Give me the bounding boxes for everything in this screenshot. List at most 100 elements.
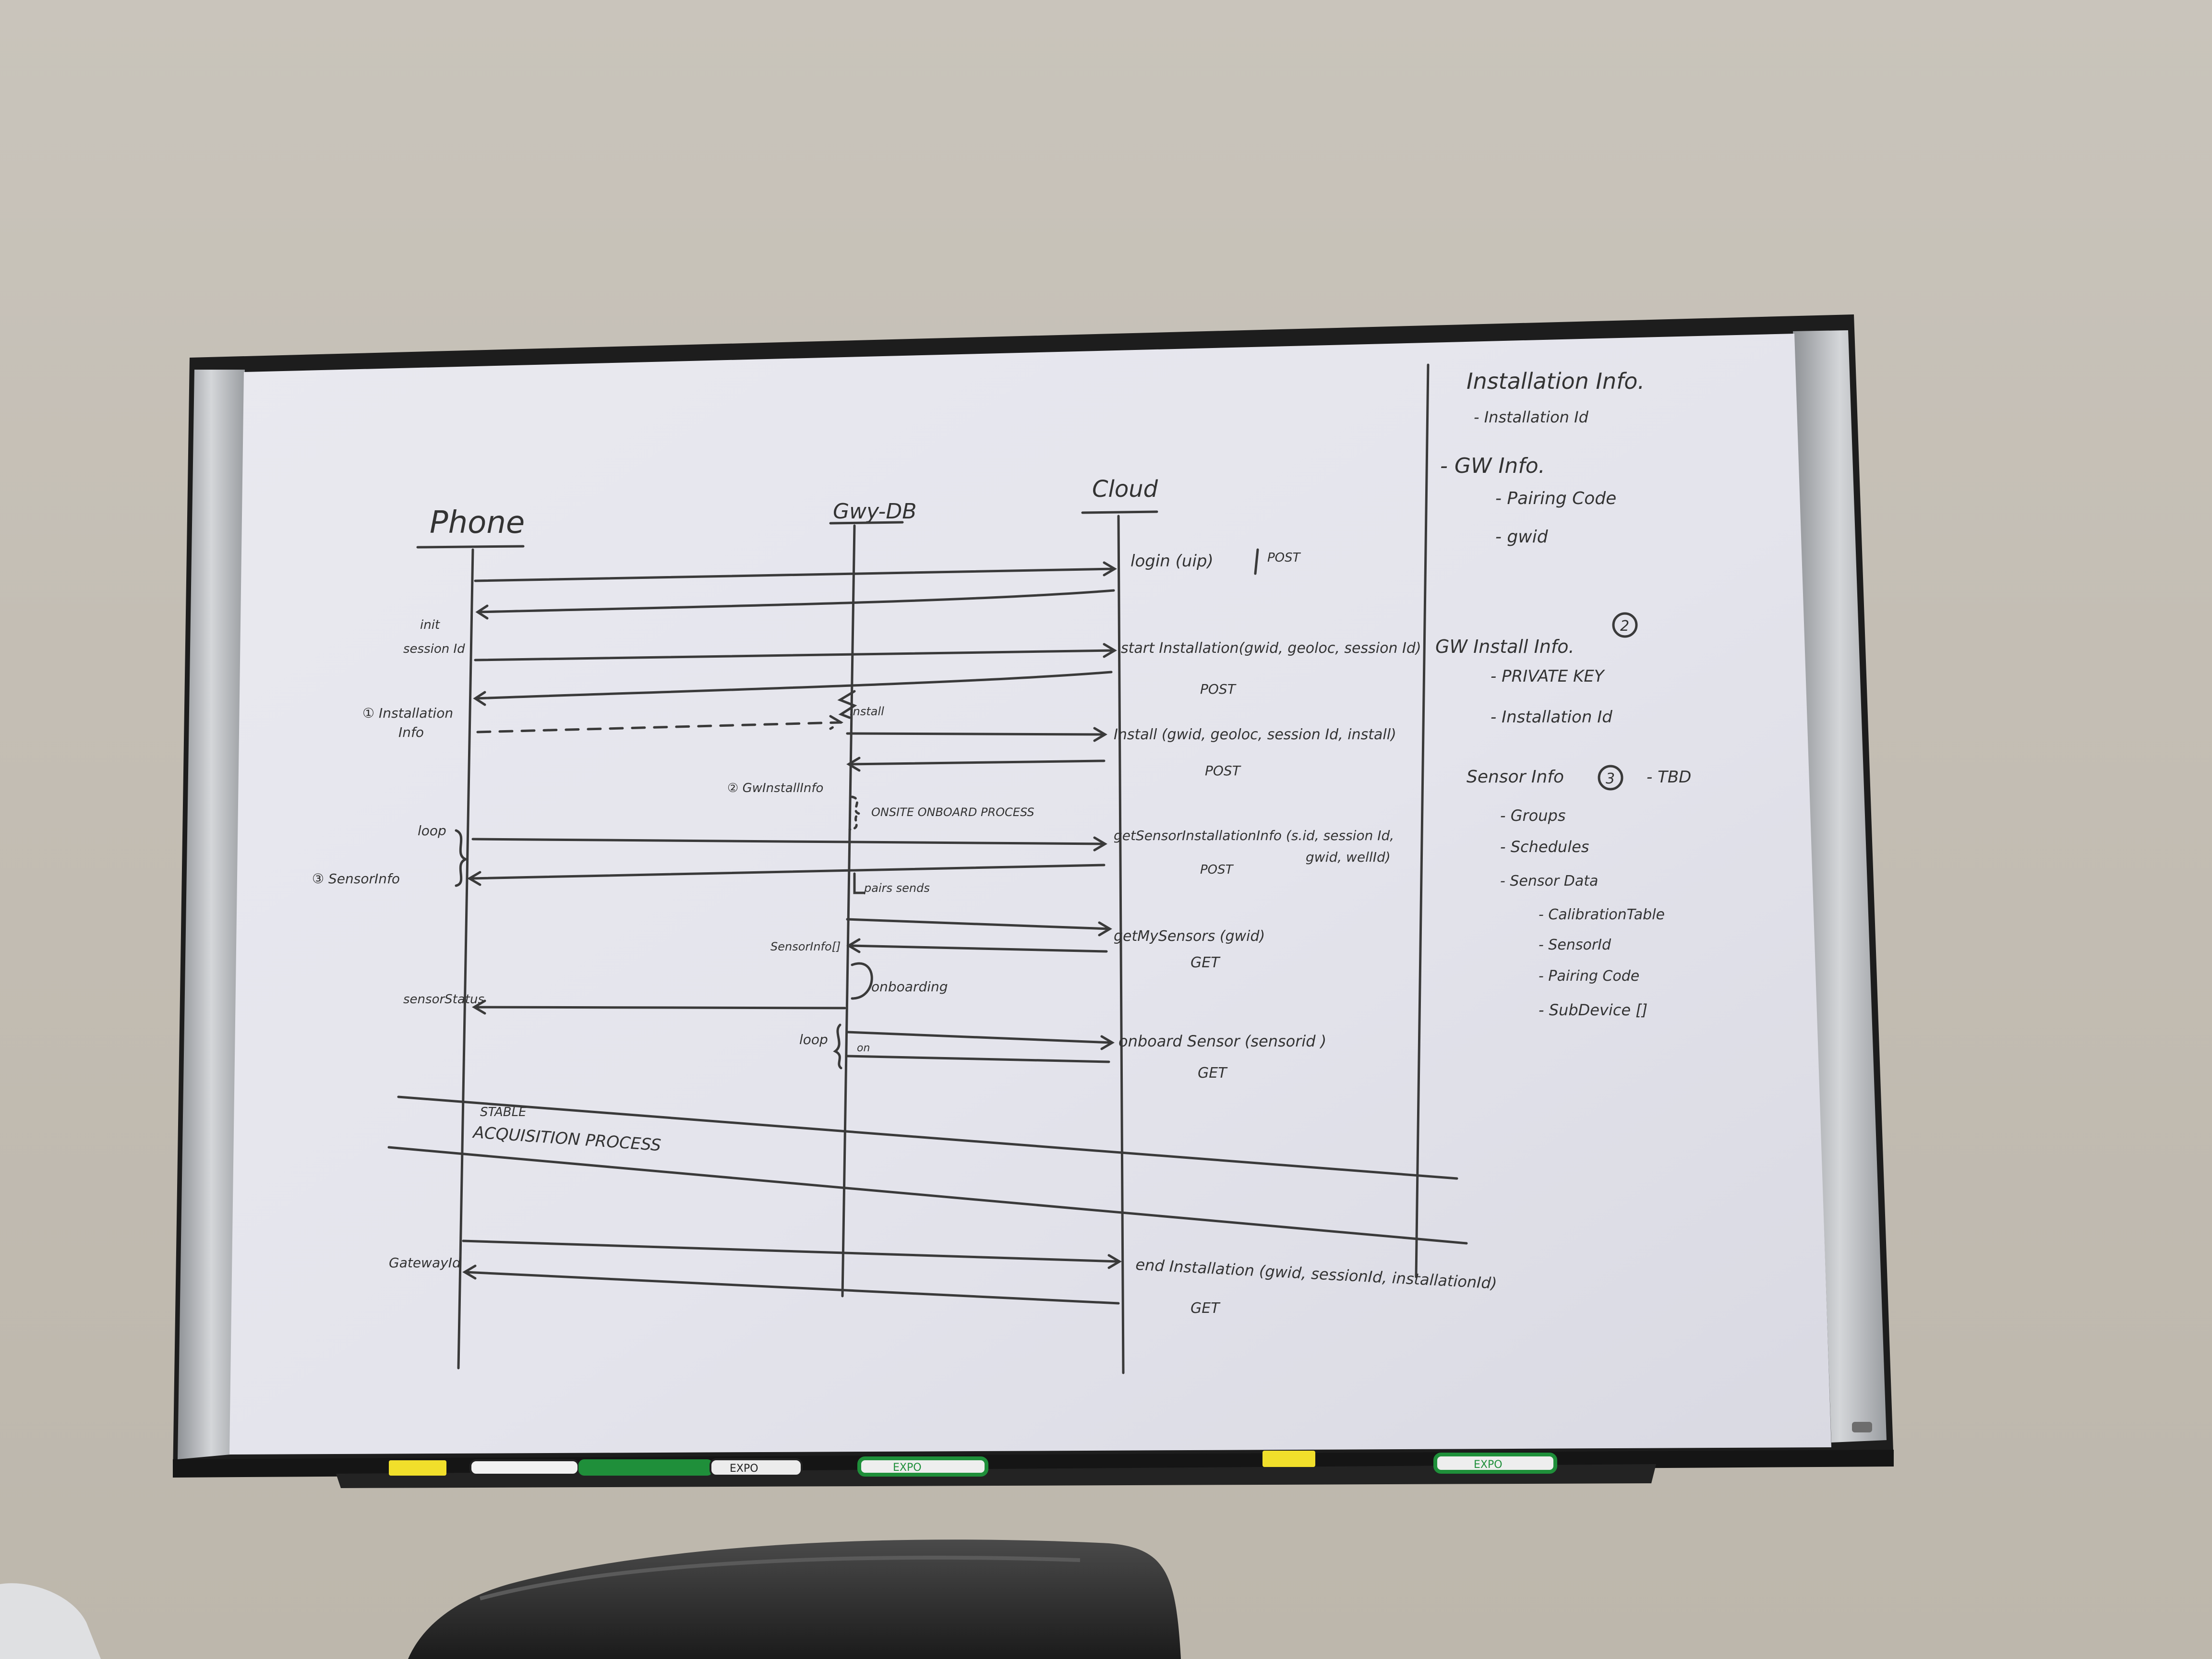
acquisition-band-top <box>397 1095 1458 1180</box>
lifeline-phone-underline <box>416 545 525 549</box>
note-installation: ① Installation <box>362 705 453 721</box>
notes-s-sub4: - SubDevice [] <box>1539 1001 1647 1019</box>
msg-gsi-return <box>467 864 1106 886</box>
notes-circle-2 <box>1612 612 1638 638</box>
notes-title: Installation Info. <box>1467 368 1645 394</box>
notes-circle-3-num: 3 <box>1606 770 1615 787</box>
label-start-post: POST <box>1200 681 1237 697</box>
notes-s-item1: - Groups <box>1500 806 1566 825</box>
label-install: Install (gwid, geoloc, session Id, insta… <box>1114 726 1396 743</box>
marker-green-right <box>1433 1453 1557 1474</box>
sequence-diagram: Phone Gwy-DB Cloud <box>312 363 1497 1374</box>
msg-login-arrow <box>474 561 1117 582</box>
aluminum-left-rail <box>178 370 245 1459</box>
label-install-post: POST <box>1205 763 1241 779</box>
note-loop2: loop <box>799 1032 828 1047</box>
note-init: init <box>420 618 440 632</box>
label-gms-get: GET <box>1190 954 1221 971</box>
note-acquisition-1: STABLE <box>480 1105 527 1119</box>
note-install: install <box>850 705 884 718</box>
gw-install-zigzag <box>837 690 857 719</box>
lifeline-gateway-underline <box>829 521 904 525</box>
gw-pairs-tick <box>853 872 866 894</box>
notes-tbd: - TBD <box>1647 768 1691 787</box>
notes-s-item3: - Sensor Data <box>1500 873 1598 890</box>
note-sensor-status: sensorStatus <box>403 992 484 1007</box>
label-gsi-2: gwid, wellId) <box>1306 849 1391 865</box>
lifeline-cloud-underline <box>1081 510 1158 514</box>
label-gsi-post: POST <box>1200 863 1234 877</box>
msg-install-return <box>846 757 1106 772</box>
label-onboard: onboard Sensor (sensorid ) <box>1118 1032 1326 1050</box>
gw-onboarding-loop <box>851 962 873 1000</box>
notes-gw-install-title: GW Install Info. <box>1435 636 1575 657</box>
marker-black <box>469 1459 579 1476</box>
note-installation-2: Info <box>398 724 424 740</box>
notes-divider <box>1415 363 1430 1278</box>
notes-s-sub2: - SensorId <box>1539 937 1611 953</box>
marker-group-left: EXPO <box>469 1458 803 1477</box>
brand-badge <box>1852 1422 1872 1432</box>
marker-green-center <box>857 1456 988 1477</box>
msg-installinfo-dashed <box>476 715 843 733</box>
note-on: on <box>857 1042 870 1054</box>
marker-label: EXPO <box>893 1462 922 1474</box>
yellow-eraser-left <box>389 1460 446 1476</box>
label-gsi: getSensorInstallationInfo (s.id, session… <box>1114 828 1394 843</box>
msg-sensorstatus-arrow <box>472 999 846 1015</box>
msg-start-return <box>473 671 1113 706</box>
label-login: login (uip) <box>1130 552 1214 571</box>
whiteboard <box>173 314 1894 1476</box>
note-sensor-info-list: SensorInfo[] <box>770 940 841 953</box>
note-pairs-sends: pairs sends <box>864 881 930 895</box>
acquisition-band-bottom <box>387 1146 1468 1245</box>
fabric-corner <box>0 1583 101 1659</box>
notes-s-sub3: - Pairing Code <box>1539 968 1639 985</box>
marker-label: EXPO <box>1474 1459 1503 1471</box>
marker-label: EXPO <box>730 1463 758 1475</box>
note-session-id: session Id <box>403 642 465 656</box>
gw-loop-brace <box>833 1023 842 1070</box>
notes-item1: - Installation Id <box>1474 408 1589 426</box>
note-loop1: loop <box>418 823 446 839</box>
msg-end-return <box>462 1264 1120 1305</box>
marker-group-right: EXPO <box>1433 1453 1557 1474</box>
lifeline-gateway-label: Gwy-DB <box>833 499 917 524</box>
phone-loop-brace <box>455 829 469 887</box>
label-login-post: POST <box>1267 551 1301 565</box>
notes-gw-item1: - Pairing Code <box>1495 489 1616 508</box>
chair-highlight <box>479 1555 1081 1600</box>
notes-gw-item2: - gwid <box>1495 527 1549 547</box>
chair-shape <box>408 1539 1181 1659</box>
notes-s-sub1: - CalibrationTable <box>1539 906 1665 923</box>
marker-green <box>578 1459 713 1476</box>
msg-gms-arrow <box>846 918 1112 937</box>
msg-gsi-arrow <box>471 836 1107 852</box>
note-gw-install-info: ② GwInstallInfo <box>727 781 823 795</box>
label-start-install: start Installation(gwid, geoloc, session… <box>1121 640 1421 657</box>
notes-sensor-info-title: Sensor Info <box>1467 767 1564 787</box>
msg-start-arrow <box>474 643 1117 661</box>
tray-ledge <box>336 1464 1656 1488</box>
notes-s-item2: - Schedules <box>1500 838 1589 856</box>
marker-group-center: EXPO <box>857 1456 988 1477</box>
label-gms: getMySensors (gwid) <box>1114 928 1265 945</box>
msg-onboard-return <box>846 1055 1110 1063</box>
label-onboard-get: GET <box>1198 1065 1228 1082</box>
notes-circle-3 <box>1598 765 1623 791</box>
lifeline-phone <box>457 548 474 1370</box>
note-gateway-id: GatewayId <box>389 1255 461 1271</box>
notes-circle-2-num: 2 <box>1620 618 1629 635</box>
login-divider <box>1254 548 1259 575</box>
notes-column: Installation Info. - Installation Id - G… <box>1435 368 1691 1019</box>
note-onboarding: onboarding <box>871 979 948 995</box>
lifeline-phone-label: Phone <box>430 505 525 541</box>
aluminum-right-rail <box>1793 330 1887 1443</box>
whiteboard-surface <box>229 334 1831 1455</box>
marker-black-2 <box>709 1458 803 1477</box>
label-end-get: GET <box>1190 1300 1221 1317</box>
yellow-eraser-right <box>1262 1451 1315 1467</box>
notes-gw-info: - GW Info. <box>1440 454 1545 478</box>
lifeline-cloud-label: Cloud <box>1092 476 1158 503</box>
